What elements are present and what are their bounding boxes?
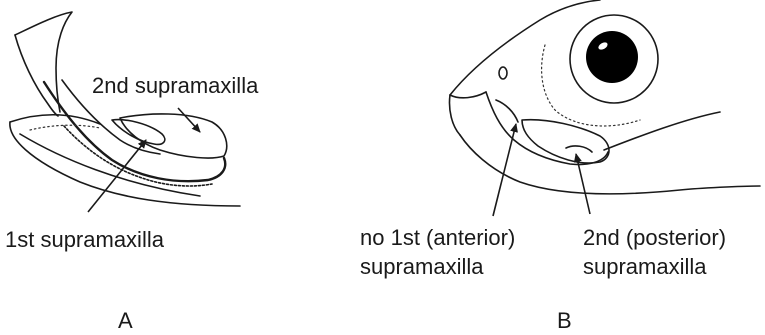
- maxilla-b: [486, 92, 608, 165]
- panel-b: no 1st (anterior) supramaxilla 2nd (post…: [360, 0, 760, 333]
- arrow-second-supramaxilla-a: [178, 108, 200, 132]
- snout-tip: [450, 92, 486, 98]
- maxilla-b-inner: [496, 100, 518, 122]
- label-no-first-line1: no 1st (anterior): [360, 225, 515, 250]
- lower-jaw-bottom: [10, 122, 240, 206]
- panel-letter-b: B: [557, 308, 572, 333]
- label-second-posterior-line2: supramaxilla: [583, 254, 707, 279]
- label-first-supramaxilla: 1st supramaxilla: [5, 227, 165, 252]
- snout-edge: [15, 35, 58, 116]
- lower-jaw-outline: [10, 115, 100, 124]
- eye-pupil: [586, 31, 638, 83]
- cheek-line: [604, 112, 720, 150]
- nostril: [499, 67, 507, 79]
- lower-jaw-b: [460, 135, 760, 194]
- head-outline: [450, 0, 600, 95]
- lower-jaw-b-lip: [449, 95, 460, 135]
- label-second-supramaxilla: 2nd supramaxilla: [92, 73, 259, 98]
- label-no-first-line2: supramaxilla: [360, 254, 484, 279]
- label-second-posterior-line1: 2nd (posterior): [583, 225, 726, 250]
- second-supramaxilla-b-dark: [566, 146, 592, 152]
- panel-a: 2nd supramaxilla 1st supramaxilla A: [5, 12, 259, 333]
- panel-letter-a: A: [118, 308, 133, 333]
